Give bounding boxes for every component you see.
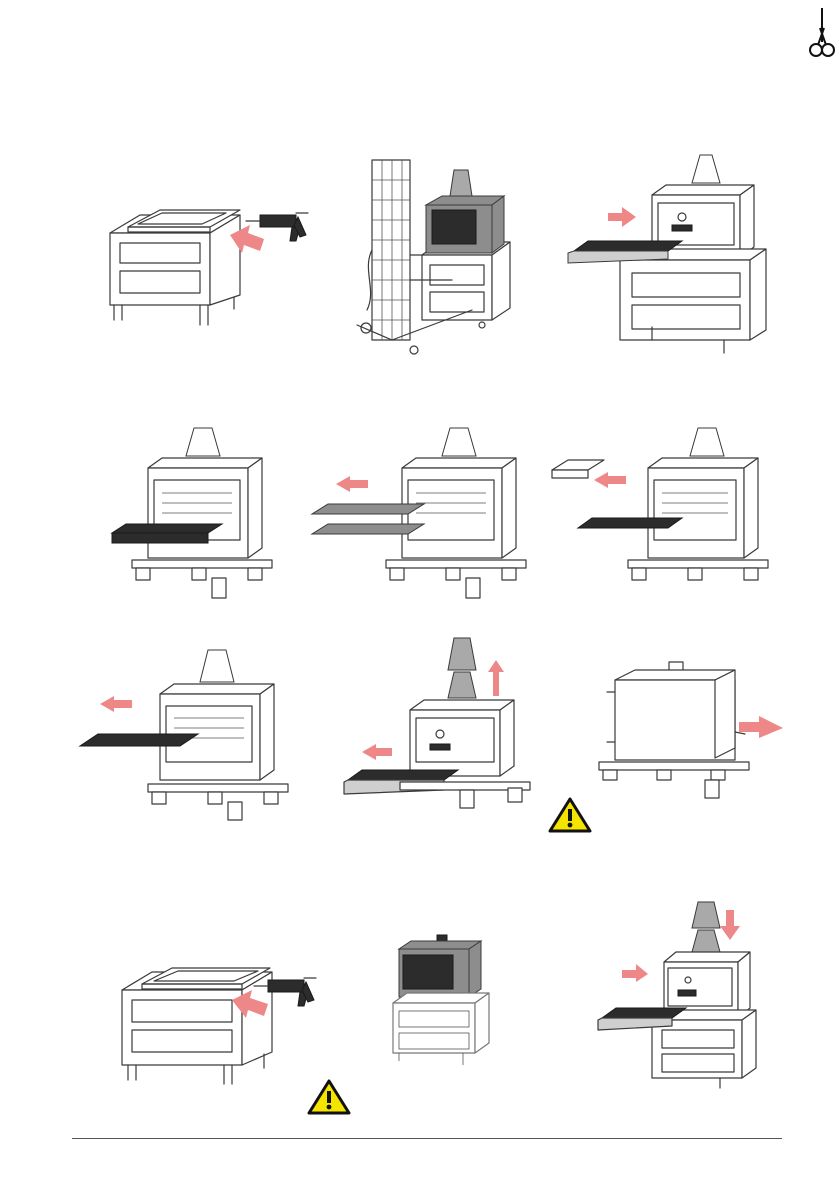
step-7-illustration — [80, 650, 295, 820]
arrow-icon — [622, 964, 648, 982]
step-5-illustration — [312, 428, 540, 603]
step-11-illustration — [385, 935, 497, 1075]
step-10-illustration — [112, 960, 327, 1090]
arrow-icon — [720, 910, 740, 940]
warning-triangle-icon — [306, 1078, 352, 1116]
arrow-icon — [336, 476, 368, 492]
step-12-illustration — [592, 898, 762, 1090]
step-4-illustration — [112, 428, 287, 603]
arrow-icon — [739, 716, 783, 738]
arrow-icon — [488, 660, 504, 696]
arrow-icon — [100, 696, 132, 712]
arrow-icon — [608, 207, 636, 227]
step-8-illustration — [340, 638, 535, 818]
step-1-illustration — [100, 205, 320, 330]
step-3-illustration — [560, 155, 770, 355]
step-2-illustration — [352, 160, 517, 355]
step-9-illustration — [595, 662, 790, 802]
scissors-icon — [808, 8, 836, 60]
footer-rule — [72, 1138, 782, 1139]
step-6-illustration — [548, 428, 773, 603]
arrow-icon — [362, 744, 392, 760]
arrow-icon — [594, 472, 626, 488]
warning-triangle-icon — [547, 796, 593, 834]
